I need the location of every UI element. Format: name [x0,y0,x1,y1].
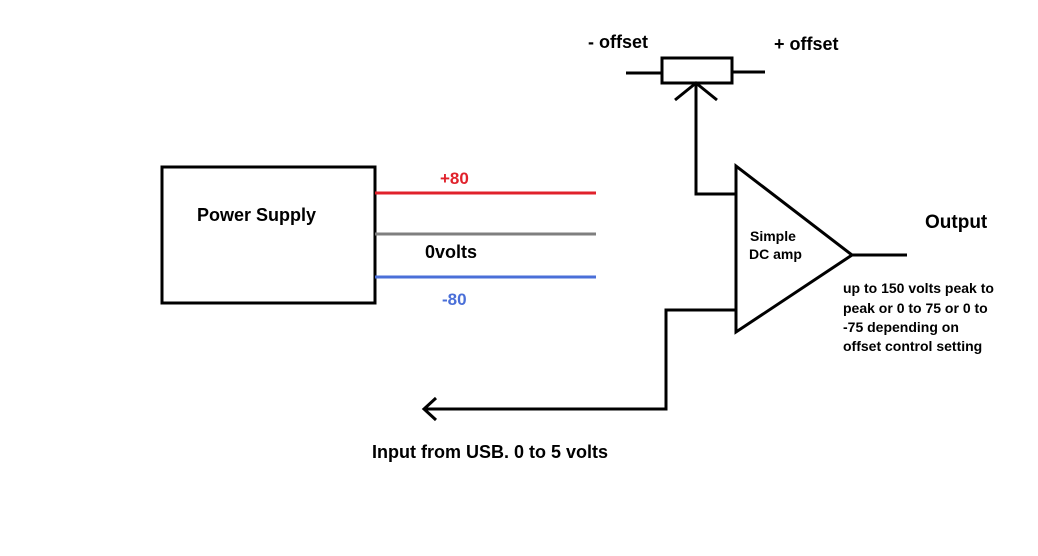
output-label: Output [925,212,988,233]
minus-80-label: -80 [442,290,467,309]
minus-offset-label: - offset [588,32,648,52]
offset-potentiometer [660,56,734,85]
plus-offset-label: + offset [774,34,839,54]
amp-label-line2: DC amp [749,246,802,262]
zero-volts-label: 0volts [425,242,477,262]
input-wire [424,308,736,411]
output-note-line: up to 150 volts peak to [843,280,994,296]
output-note-line: -75 depending on [843,319,959,335]
output-note-line: offset control setting [843,338,982,354]
output-note: up to 150 volts peak to peak or 0 to 75 … [843,280,998,354]
power-supply-label: Power Supply [197,205,316,225]
output-note-line: peak or 0 to 75 or 0 to [843,300,988,316]
input-label: Input from USB. 0 to 5 volts [372,442,608,462]
power-supply-box [160,165,377,305]
input-arrow-icon [421,396,438,422]
wiper-wire [694,84,736,196]
pot-wiper-arrow-icon [674,81,718,102]
amp-label-line1: Simple [750,228,796,244]
dc-amp-triangle [734,162,855,335]
plus-80-label: +80 [440,169,469,188]
